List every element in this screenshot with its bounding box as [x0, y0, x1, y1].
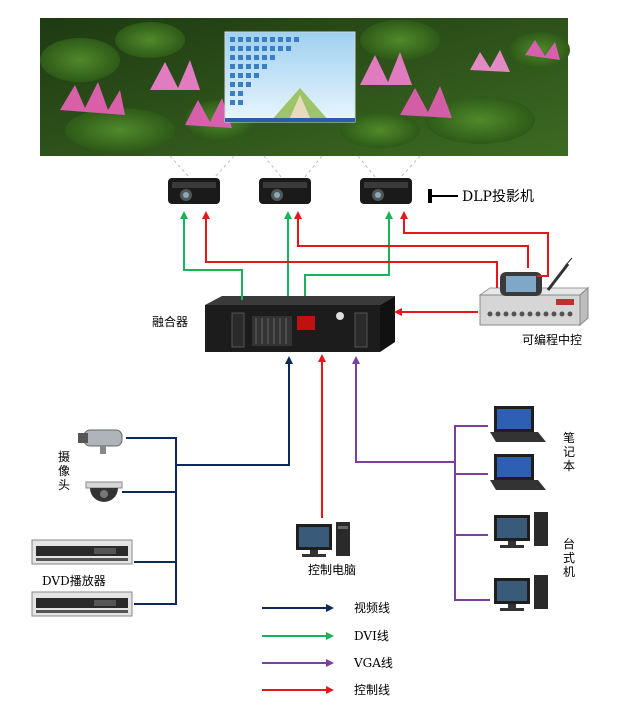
dvd-player-icon: [31, 591, 133, 617]
desktop-icon: [494, 575, 548, 611]
projector-label-pointer: [428, 189, 458, 203]
fusion-label: 融合器: [152, 314, 188, 329]
legend-label-vga: VGA线: [353, 656, 393, 670]
camera-label-1: 摄: [58, 449, 70, 464]
server-icon: [205, 296, 395, 352]
desktop-label-1: 台: [563, 536, 575, 551]
camera-label-2: 像: [58, 464, 70, 478]
laptop-label-3: 本: [563, 459, 575, 473]
legend: 视频线 DVI线 VGA线 控制线: [262, 600, 393, 697]
laptop-label-2: 记: [563, 445, 575, 459]
camera-label-3: 头: [58, 478, 70, 492]
dvi-lines: [180, 211, 393, 300]
projection-screen: [40, 18, 570, 156]
dvd-label: DVD播放器: [42, 573, 106, 588]
control-lines: [202, 211, 549, 518]
desktop-label-2: 式: [563, 551, 575, 565]
laptop-icon: [490, 406, 546, 442]
legend-label-video: 视频线: [354, 600, 390, 615]
video-lines: [122, 356, 293, 605]
legend-label-dvi: DVI线: [354, 629, 389, 643]
desktop-screen-window: [224, 31, 356, 123]
dvd-player-icon: [31, 539, 133, 565]
vga-lines: [352, 356, 490, 601]
laptop-icon: [490, 454, 546, 490]
laptop-label-1: 笔: [563, 430, 575, 445]
desktop-icon: [296, 522, 350, 557]
lotus-flower-icon: [60, 40, 560, 128]
projector-icon: [168, 178, 220, 204]
projection-beams: [169, 155, 421, 179]
desktop-icon: [494, 512, 548, 548]
projector-icon: [259, 178, 311, 204]
legend-label-control: 控制线: [354, 683, 390, 697]
controller-icon: [478, 257, 590, 327]
central-control-label: 可编程中控: [522, 332, 582, 347]
camera-icon: [78, 429, 123, 454]
projector-label: DLP投影机: [462, 189, 534, 205]
projector-icon: [360, 178, 412, 204]
control-pc-label: 控制电脑: [308, 563, 356, 577]
desktop-label-3: 机: [563, 565, 575, 579]
dome-camera-icon: [85, 481, 123, 502]
